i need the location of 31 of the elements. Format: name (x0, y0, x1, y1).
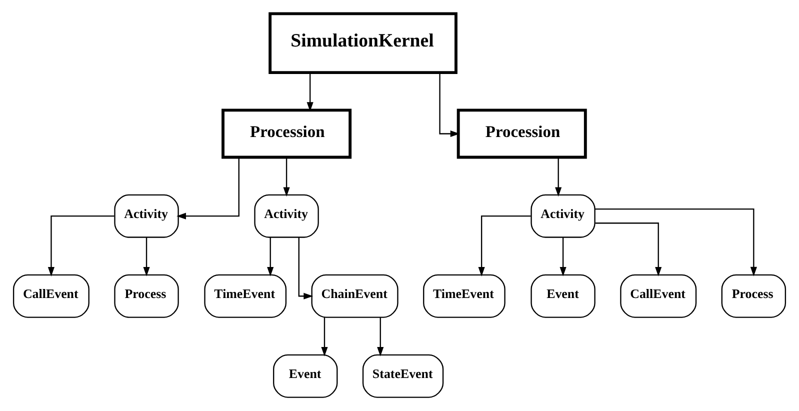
arrow (143, 238, 150, 276)
arrow (555, 158, 562, 197)
node-box: Procession (456, 108, 587, 159)
arrow (176, 158, 240, 220)
node-box: CallEvent (620, 274, 697, 318)
arrow (48, 216, 114, 276)
node-box: Event (273, 354, 338, 398)
arrow (283, 158, 290, 197)
arrow (377, 318, 384, 356)
arrow (439, 72, 460, 138)
node-box: Activity (114, 194, 179, 238)
arrow (478, 216, 531, 276)
node-box: TimeEvent (423, 274, 506, 318)
arrow (321, 318, 328, 356)
arrow (560, 238, 566, 276)
node-box: Activity (530, 194, 596, 238)
node-box: Activity (254, 194, 319, 238)
arrow (595, 222, 662, 276)
node-box: Event (530, 274, 596, 318)
node-box: Procession (222, 108, 352, 159)
node-box: SimulationKernel (268, 12, 458, 74)
arrow (267, 238, 274, 276)
arrow (298, 238, 314, 300)
arrow (306, 72, 314, 112)
node-box: Process (721, 274, 786, 318)
node-box: TimeEvent (204, 274, 287, 318)
node-box: StateEvent (362, 354, 444, 398)
node-box: CallEvent (12, 274, 90, 318)
node-box: ChainEvent (311, 274, 398, 318)
arrow (594, 208, 757, 276)
node-box: Process (114, 274, 179, 318)
